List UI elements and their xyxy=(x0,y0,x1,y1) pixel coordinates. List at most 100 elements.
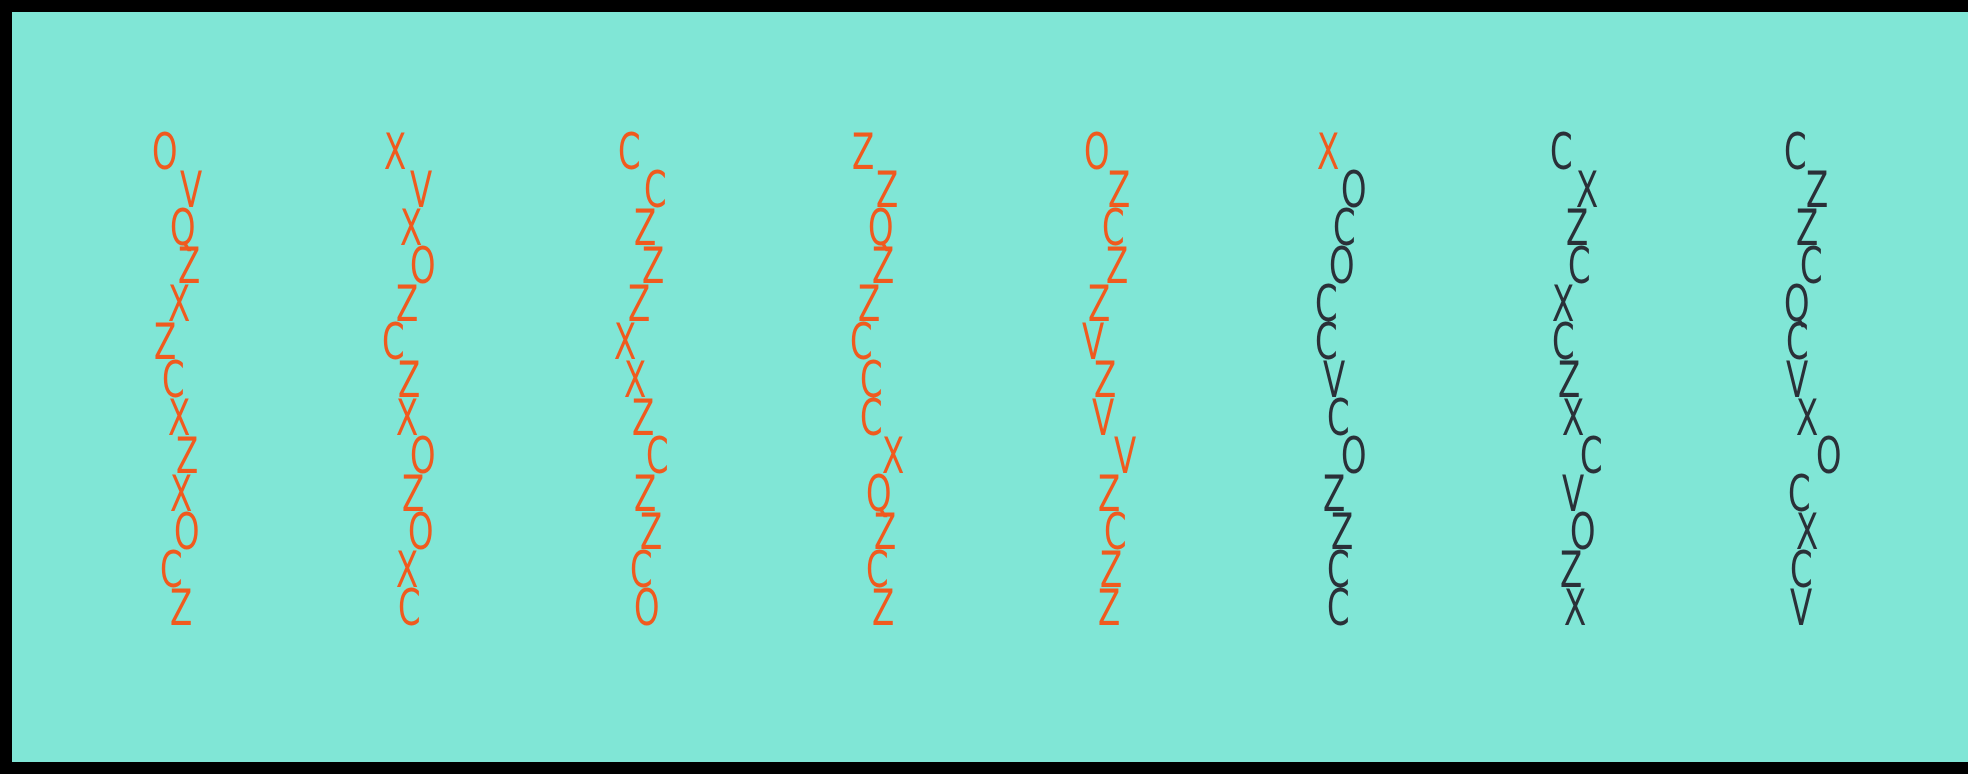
letter-glyph: C xyxy=(1788,465,1811,523)
letter-glyph: X xyxy=(168,389,191,447)
letter-glyph: O xyxy=(1341,161,1367,219)
letter-glyph: Z xyxy=(874,503,897,561)
letter-glyph: V xyxy=(1790,579,1813,637)
letter-glyph: C xyxy=(860,351,883,409)
letter-glyph: Z xyxy=(628,275,651,333)
letter-glyph: Z xyxy=(1558,351,1581,409)
letter-glyph: X xyxy=(396,541,419,599)
letter-glyph: X xyxy=(384,123,407,181)
letter-glyph: C xyxy=(1333,199,1356,257)
letter-glyph: C xyxy=(644,161,667,219)
letter-glyph: C xyxy=(1315,313,1338,371)
letter-glyph: C xyxy=(1580,427,1603,485)
letter-glyph: C xyxy=(382,313,405,371)
letter-glyph: O xyxy=(410,237,436,295)
letter-glyph: Z xyxy=(178,237,201,295)
letter-glyph: X xyxy=(1562,389,1585,447)
letter-glyph: C xyxy=(1315,275,1338,333)
letter-glyph: V xyxy=(1562,465,1585,523)
letter-glyph: Z xyxy=(634,199,657,257)
letter-glyph: V xyxy=(1323,351,1346,409)
letter-glyph: Z xyxy=(642,237,665,295)
letter-glyph: C xyxy=(398,579,421,637)
letter-glyph: V xyxy=(1082,313,1105,371)
letter-glyph: C xyxy=(1790,541,1813,599)
letter-glyph: Z xyxy=(640,503,663,561)
letter-glyph: V xyxy=(410,161,433,219)
letter-glyph: Z xyxy=(1806,161,1829,219)
letter-glyph: C xyxy=(1104,503,1127,561)
letter-glyph: C xyxy=(860,389,883,447)
letter-glyph: Z xyxy=(634,465,657,523)
letter-glyph: C xyxy=(646,427,669,485)
letter-glyph: X xyxy=(170,465,193,523)
letter-glyph: C xyxy=(1550,123,1573,181)
letter-glyph: Z xyxy=(1323,465,1346,523)
letter-glyph: X xyxy=(614,313,637,371)
letter-glyph: O xyxy=(408,503,434,561)
letter-glyph: X xyxy=(1576,161,1599,219)
letter-glyph: C xyxy=(1568,237,1591,295)
letter-glyph: Z xyxy=(1094,351,1117,409)
letter-glyph: Z xyxy=(170,579,193,637)
letter-glyph: O xyxy=(1084,123,1110,181)
letter-glyph: Z xyxy=(1566,199,1589,257)
letter-glyph: O xyxy=(1570,503,1596,561)
letter-glyph: Z xyxy=(1106,237,1129,295)
letter-glyph: Q xyxy=(1784,275,1810,333)
letter-glyph: Z xyxy=(1108,161,1131,219)
letter-glyph: Z xyxy=(1560,541,1583,599)
letter-glyph: X xyxy=(624,351,647,409)
letter-glyph: C xyxy=(630,541,653,599)
letter-glyph: Z xyxy=(1796,199,1819,257)
letter-glyph: O xyxy=(1329,237,1355,295)
letter-glyph: V xyxy=(1114,427,1137,485)
letter-glyph: Q xyxy=(170,199,196,257)
letter-glyph: C xyxy=(1784,123,1807,181)
letter-glyph: O xyxy=(634,579,660,637)
letter-glyph: Z xyxy=(1331,503,1354,561)
letter-glyph: Z xyxy=(632,389,655,447)
letter-glyph: Z xyxy=(398,351,421,409)
letter-glyph: Z xyxy=(852,123,875,181)
letter-glyph: Z xyxy=(402,465,425,523)
letter-glyph: Z xyxy=(396,275,419,333)
letter-glyph: O xyxy=(1341,427,1367,485)
letter-glyph: X xyxy=(1564,579,1587,637)
letter-glyph: C xyxy=(1327,389,1350,447)
letter-glyph: Q xyxy=(866,465,892,523)
letter-glyph: Z xyxy=(872,579,895,637)
letter-glyph: C xyxy=(1552,313,1575,371)
letter-glyph: Z xyxy=(1098,579,1121,637)
letter-glyph: C xyxy=(160,541,183,599)
letter-glyph: X xyxy=(396,389,419,447)
letter-glyph: O xyxy=(174,503,200,561)
letter-glyph: Z xyxy=(858,275,881,333)
letter-glyph: X xyxy=(882,427,905,485)
letter-glyph: X xyxy=(1796,389,1819,447)
letter-glyph: V xyxy=(1786,351,1809,409)
letter-glyph: V xyxy=(1092,389,1115,447)
letter-glyph: X xyxy=(1317,123,1340,181)
letter-glyph: C xyxy=(1102,199,1125,257)
letter-glyph: C xyxy=(1327,541,1350,599)
letter-glyph: Z xyxy=(876,161,899,219)
letter-glyph: X xyxy=(1552,275,1575,333)
letter-glyph: X xyxy=(168,275,191,333)
letter-glyph: C xyxy=(866,541,889,599)
letter-glyph: Z xyxy=(176,427,199,485)
letter-glyph: C xyxy=(850,313,873,371)
letter-glyph: Z xyxy=(1100,541,1123,599)
letter-glyph: C xyxy=(1327,579,1350,637)
letter-glyph: C xyxy=(618,123,641,181)
letter-glyph: O xyxy=(1816,427,1842,485)
